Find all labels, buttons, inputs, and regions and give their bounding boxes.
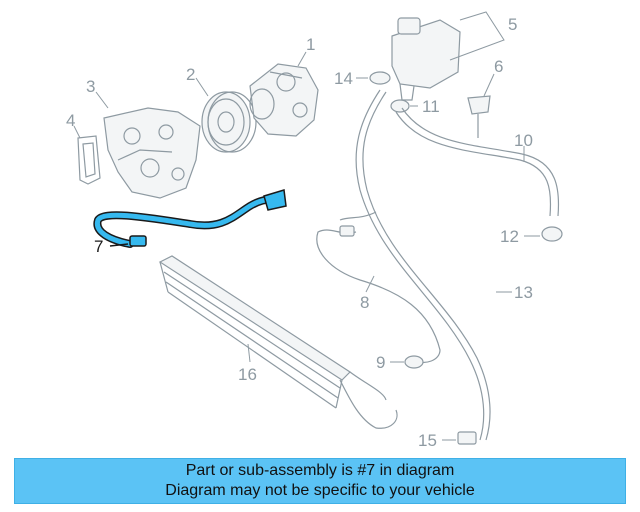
part-15-fitting (457, 431, 477, 445)
callout-16: 16 (238, 365, 257, 384)
part-10-hose (395, 107, 560, 217)
banner-line-2: Diagram may not be specific to your vehi… (165, 482, 475, 499)
part-1-pump (249, 63, 319, 137)
part-2-pulley (201, 91, 257, 153)
callout-5: 5 (508, 15, 517, 34)
part-5-reservoir (391, 17, 461, 101)
callout-11: 11 (422, 97, 440, 116)
callout-9: 9 (376, 353, 385, 372)
part-12-fitting (541, 226, 563, 242)
part-4-gasket (77, 135, 101, 185)
callout-2: 2 (186, 65, 195, 84)
callout-15: 15 (418, 431, 437, 450)
banner-line-1: Part or sub-assembly is #7 in diagram (185, 462, 455, 479)
part-16-cooler (158, 255, 398, 429)
part-13-return-hose (355, 89, 491, 441)
part-11-clamp (390, 99, 410, 113)
callout-3: 3 (86, 77, 95, 96)
callout-12: 12 (500, 227, 519, 246)
callout-13: 13 (514, 283, 533, 302)
part-8-pressure-line (316, 211, 441, 363)
part-14-clamp (369, 71, 391, 85)
callout-10: 10 (514, 131, 533, 150)
callout-7: 7 (94, 237, 103, 256)
callout-1: 1 (306, 35, 315, 54)
callout-8: 8 (360, 293, 369, 312)
callout-4: 4 (66, 111, 75, 130)
part-6-cap (467, 95, 491, 138)
diagram-notice-banner: Part or sub-assembly is #7 in diagram Di… (14, 458, 626, 504)
part-9-clamp (404, 355, 424, 369)
callout-6: 6 (494, 57, 503, 76)
part-7-hose-highlighted[interactable] (93, 189, 287, 248)
part-3-bracket (103, 107, 201, 199)
callout-14: 14 (334, 69, 353, 88)
leader-lines (73, 11, 540, 441)
